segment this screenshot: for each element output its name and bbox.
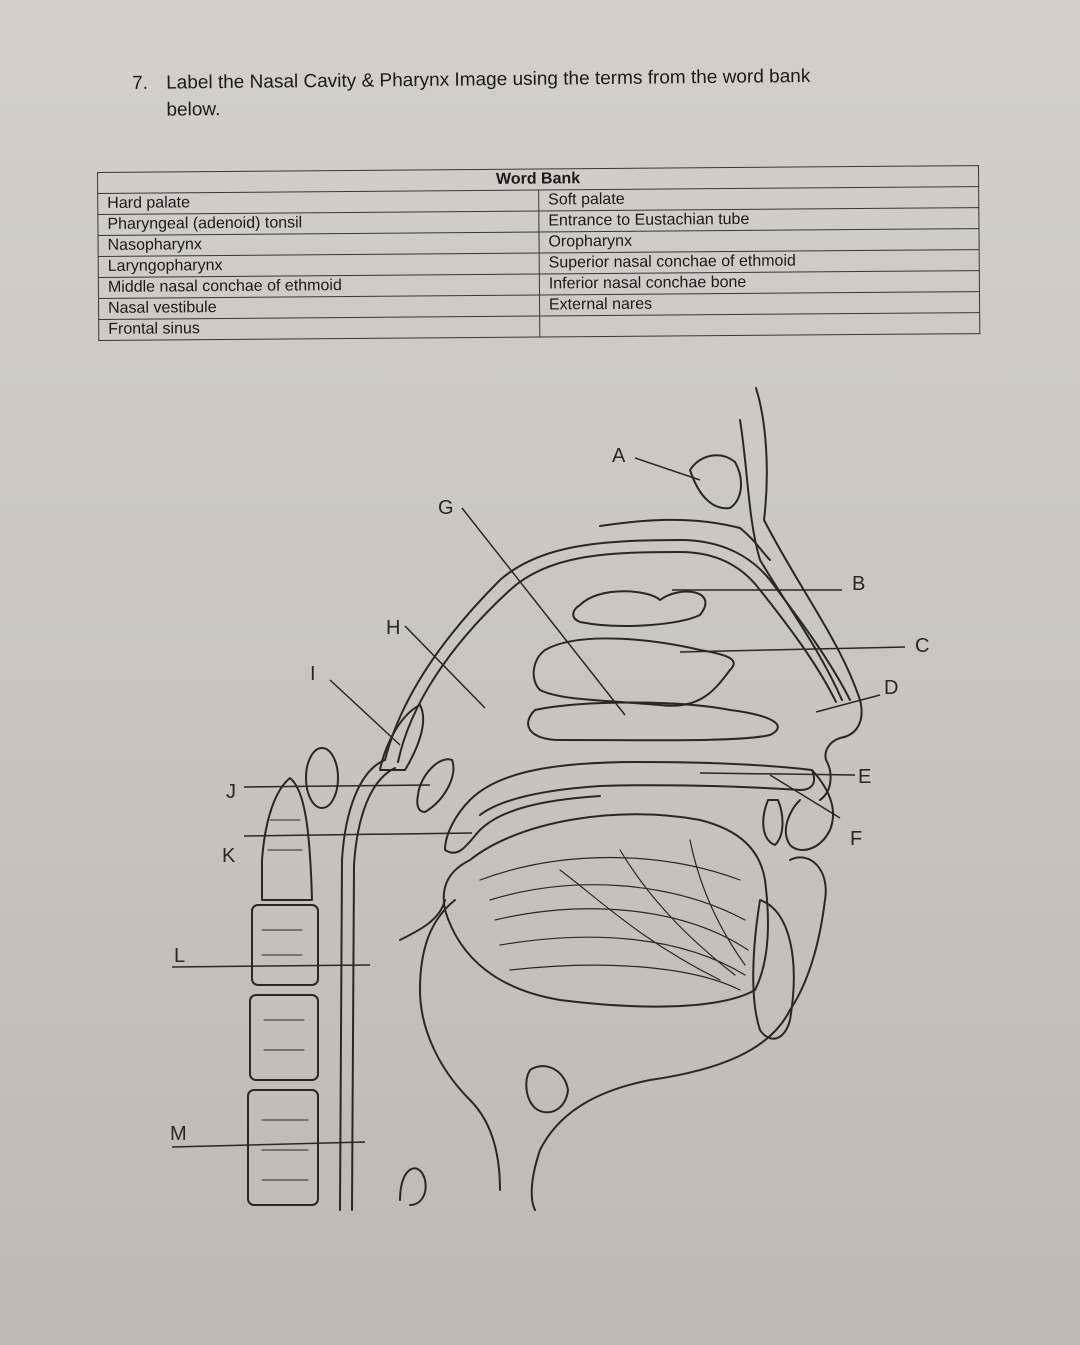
leader-line-a xyxy=(634,457,701,481)
label-i: I xyxy=(310,663,316,685)
leader-line-f xyxy=(769,774,841,819)
label-b: B xyxy=(852,573,865,595)
epiglottis xyxy=(419,899,501,1191)
middle-concha xyxy=(532,637,735,707)
word-bank-term xyxy=(539,312,980,338)
superior-concha xyxy=(572,590,707,627)
vertebra xyxy=(247,1089,319,1206)
label-h: H xyxy=(386,617,400,639)
leader-lines xyxy=(171,457,906,1148)
nasal-bone-outline xyxy=(739,419,843,701)
question-text: Label the Nasal Cavity & Pharynx Image u… xyxy=(166,65,811,94)
leader-line-i xyxy=(329,679,401,746)
question-number: 7. xyxy=(132,72,149,94)
nasal-cavity-pharynx-diagram: A B C D E F G H I J K L M xyxy=(170,387,929,1211)
upper-lip xyxy=(784,769,835,851)
label-f: F xyxy=(850,828,862,850)
leader-line-k xyxy=(243,832,473,837)
face-profile-outline xyxy=(755,387,863,801)
question-7: 7. Label the Nasal Cavity & Pharynx Image… xyxy=(132,61,953,124)
label-c: C xyxy=(915,635,929,657)
label-m: M xyxy=(170,1123,187,1145)
leader-line-c xyxy=(679,646,906,653)
leader-line-h xyxy=(404,625,486,709)
laryngeal-opening xyxy=(399,1167,427,1206)
eustachian-tube-opening xyxy=(416,758,455,813)
label-d: D xyxy=(884,677,898,699)
inferior-concha xyxy=(527,701,779,742)
label-j: J xyxy=(226,781,236,803)
leader-line-m xyxy=(171,1141,366,1148)
oropharynx-wall xyxy=(399,899,446,941)
nasal-roof-outer xyxy=(384,539,851,761)
upper-teeth xyxy=(762,799,784,846)
leader-line-g xyxy=(461,507,626,716)
lower-lip xyxy=(789,856,827,1011)
posterior-pharynx-wall-outer xyxy=(339,759,386,1211)
pharyngeal-tonsil xyxy=(379,704,425,771)
label-k: K xyxy=(222,845,236,867)
leader-line-d xyxy=(815,694,881,713)
label-a: A xyxy=(612,445,626,467)
frontal-sinus xyxy=(689,454,742,510)
cribriform-plate xyxy=(599,518,771,561)
hard-palate xyxy=(469,761,816,816)
word-bank-term: Frontal sinus xyxy=(98,316,540,341)
label-e: E xyxy=(858,766,871,788)
word-bank-table: Word Bank Hard palate Soft palate Pharyn… xyxy=(97,165,980,341)
leader-line-j xyxy=(243,784,431,788)
label-l: L xyxy=(174,945,185,967)
nasal-roof-inner xyxy=(397,551,837,763)
hyoid-bone xyxy=(525,1065,569,1114)
mandible xyxy=(752,899,795,1040)
leader-line-e xyxy=(699,772,856,776)
vertebra-texture xyxy=(261,819,309,1181)
leader-line-l xyxy=(171,964,371,968)
soft-palate xyxy=(444,795,601,854)
tongue-muscle-fibers xyxy=(479,839,749,991)
atlas-vertebra xyxy=(305,747,339,809)
label-g: G xyxy=(438,497,454,519)
chin-outline xyxy=(530,1009,791,1211)
posterior-pharynx-wall-inner xyxy=(351,767,396,1211)
tongue-outline xyxy=(442,813,769,1008)
axis-vertebra xyxy=(261,777,313,901)
vertebra xyxy=(249,994,319,1081)
vertebra xyxy=(251,904,319,986)
